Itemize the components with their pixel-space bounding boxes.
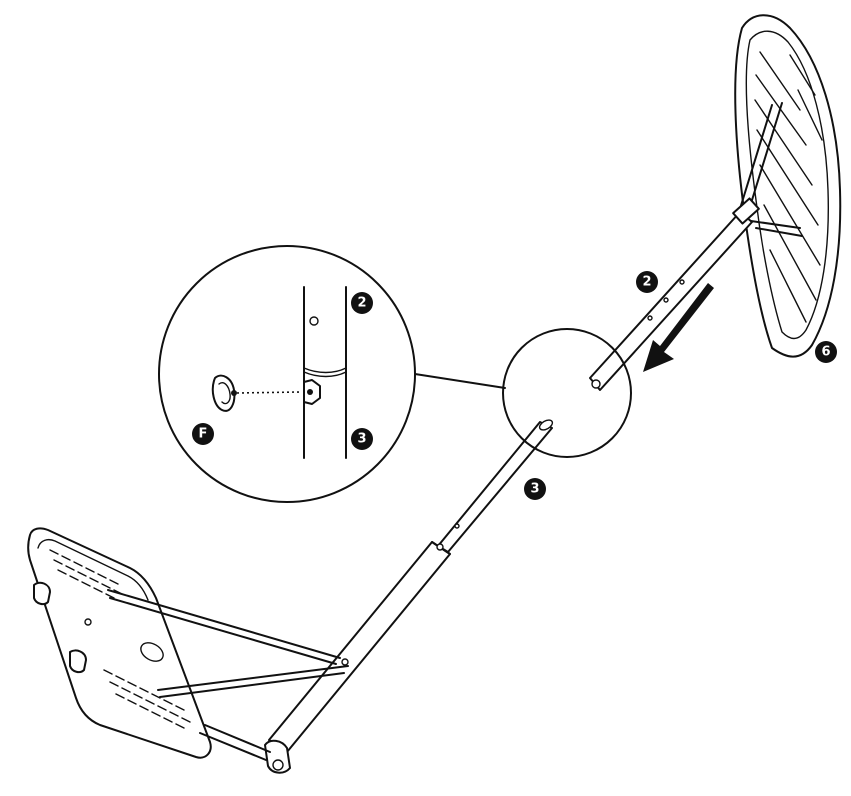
badge-label: 2 bbox=[357, 296, 366, 311]
badge-label: F bbox=[199, 427, 208, 442]
backboard bbox=[734, 14, 842, 358]
callout-leader-line bbox=[414, 373, 506, 389]
badge-label: 6 bbox=[821, 345, 830, 360]
badge-fastener: F bbox=[192, 423, 214, 445]
wing-knob-fastener bbox=[211, 374, 237, 412]
support-braces bbox=[107, 589, 349, 761]
badge-label: 3 bbox=[357, 432, 366, 447]
detail-callout bbox=[158, 245, 416, 503]
badge-upper-pole-detail: 2 bbox=[351, 292, 373, 314]
base bbox=[27, 527, 212, 759]
backboard-ribs bbox=[754, 51, 823, 323]
badge-backboard: 6 bbox=[815, 341, 837, 363]
hex-nut bbox=[303, 379, 321, 405]
badge-label: 3 bbox=[530, 482, 539, 497]
lower-pole bbox=[264, 419, 554, 774]
badge-label: 2 bbox=[642, 275, 651, 290]
upper-pole bbox=[589, 102, 803, 391]
base-vent-pattern-bottom bbox=[103, 669, 191, 729]
badge-lower-pole: 3 bbox=[524, 478, 546, 500]
badge-lower-pole-detail: 3 bbox=[351, 428, 373, 450]
direction-arrow bbox=[643, 283, 714, 372]
base-vent-pattern-top bbox=[49, 549, 123, 599]
badge-upper-pole: 2 bbox=[636, 271, 658, 293]
connection-highlight-circle bbox=[502, 328, 632, 458]
